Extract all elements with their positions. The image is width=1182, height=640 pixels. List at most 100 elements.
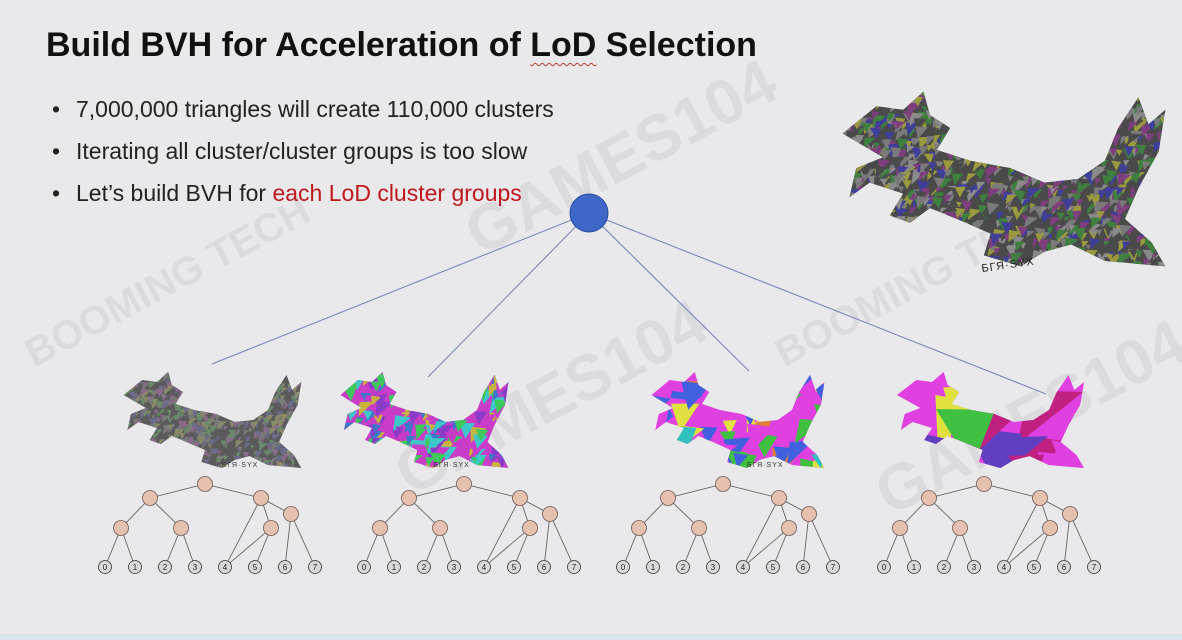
tree-edge: [483, 497, 521, 568]
leaf-label: 7: [1092, 563, 1097, 572]
tree-edge: [483, 527, 531, 568]
tree-edge: [549, 513, 575, 568]
tree-leaf: [567, 560, 581, 574]
tree-leaf: [937, 560, 951, 574]
tree-node: [801, 506, 817, 522]
tree-edge: [224, 497, 262, 568]
tree-edge: [543, 513, 551, 568]
tree-leaf: [877, 560, 891, 574]
tree-leaf: [357, 560, 371, 574]
bullet-dot: •: [52, 96, 61, 122]
tree-node: [432, 520, 448, 536]
tree-node: [921, 490, 937, 506]
tree-leaf: [417, 560, 431, 574]
leaf-label: 4: [223, 563, 228, 572]
tree-node: [283, 506, 299, 522]
tree-leaf: [616, 560, 630, 574]
tree-leaf: [477, 560, 491, 574]
tree-node: [715, 476, 731, 492]
tree-edge: [722, 483, 780, 499]
tree-leaf: [967, 560, 981, 574]
tree-node: [372, 520, 388, 536]
leaf-label: 3: [452, 563, 457, 572]
tree-edge: [224, 527, 272, 568]
tree-leaf: [447, 560, 461, 574]
tree-edge: [463, 483, 521, 499]
leaf-label: 0: [882, 563, 887, 572]
bottom-bar: [0, 634, 1182, 640]
tree-leaf: [188, 560, 202, 574]
leaf-label: 3: [972, 563, 977, 572]
tree-node: [512, 490, 528, 506]
tree-node: [142, 490, 158, 506]
leaf-label: 4: [482, 563, 487, 572]
leaf-label: 2: [163, 563, 168, 572]
tree-leaf: [1057, 560, 1071, 574]
tree-node: [660, 490, 676, 506]
tree-node: [892, 520, 908, 536]
lod-dragon-1: [340, 372, 509, 468]
title-prefix: Build BVH for Acceleration of: [46, 26, 531, 64]
leaf-label: 1: [912, 563, 917, 572]
full-model-dragon: [842, 91, 1166, 267]
bvh-edge: [588, 212, 750, 372]
tree-leaf: [997, 560, 1011, 574]
lod-caption: БГЯ·SYX: [433, 462, 470, 469]
tree-edge: [204, 483, 262, 499]
tree-node: [771, 490, 787, 506]
tree-edge: [1063, 513, 1071, 568]
tree-node: [401, 490, 417, 506]
leaf-label: 0: [362, 563, 367, 572]
tree-edge: [1069, 513, 1095, 568]
bvh-root-node: [569, 193, 609, 233]
tree-leaf: [706, 560, 720, 574]
tree-node: [631, 520, 647, 536]
tree-node: [522, 520, 538, 536]
bvh-edge: [427, 212, 590, 378]
leaf-label: 6: [801, 563, 806, 572]
leaf-label: 7: [572, 563, 577, 572]
leaf-label: 2: [942, 563, 947, 572]
tree-edge: [667, 483, 724, 499]
leaf-label: 4: [1002, 563, 1007, 572]
tree-edge: [1003, 497, 1041, 568]
leaf-label: 1: [392, 563, 397, 572]
leaf-label: 2: [681, 563, 686, 572]
tree-node: [113, 520, 129, 536]
tree-edge: [928, 483, 985, 499]
tree-leaf: [537, 560, 551, 574]
title-lod: LoD: [530, 26, 597, 64]
leaf-label: 0: [621, 563, 626, 572]
tree-leaf: [248, 560, 262, 574]
leaf-label: 3: [711, 563, 716, 572]
leaf-label: 3: [193, 563, 198, 572]
tree-leaf: [646, 560, 660, 574]
bullet-item: • 7,000,000 triangles will create 110,00…: [52, 96, 554, 138]
tree-edge: [149, 483, 206, 499]
tree-node: [691, 520, 707, 536]
lod-dragon-0: [123, 372, 302, 468]
tree-leaf: [387, 560, 401, 574]
tree-node: [952, 520, 968, 536]
model-caption: БГЯ·SYX: [981, 256, 1036, 275]
tree-node: [456, 476, 472, 492]
tree-node: [197, 476, 213, 492]
leaf-label: 2: [422, 563, 427, 572]
leaf-label: 5: [512, 563, 517, 572]
bullet-text: Iterating all cluster/cluster groups is …: [76, 138, 528, 164]
tree-edge: [408, 483, 465, 499]
tree-leaf: [766, 560, 780, 574]
leaf-label: 5: [253, 563, 258, 572]
tree-leaf: [826, 560, 840, 574]
tree-node: [976, 476, 992, 492]
slide-title: Build BVH for Acceleration of LoD Select…: [46, 26, 757, 65]
tree-edge: [742, 497, 780, 568]
leaf-label: 1: [133, 563, 138, 572]
tree-leaf: [98, 560, 112, 574]
tree-edge: [290, 513, 316, 568]
tree-edge: [742, 527, 790, 568]
tree-leaf: [676, 560, 690, 574]
tree-node: [781, 520, 797, 536]
